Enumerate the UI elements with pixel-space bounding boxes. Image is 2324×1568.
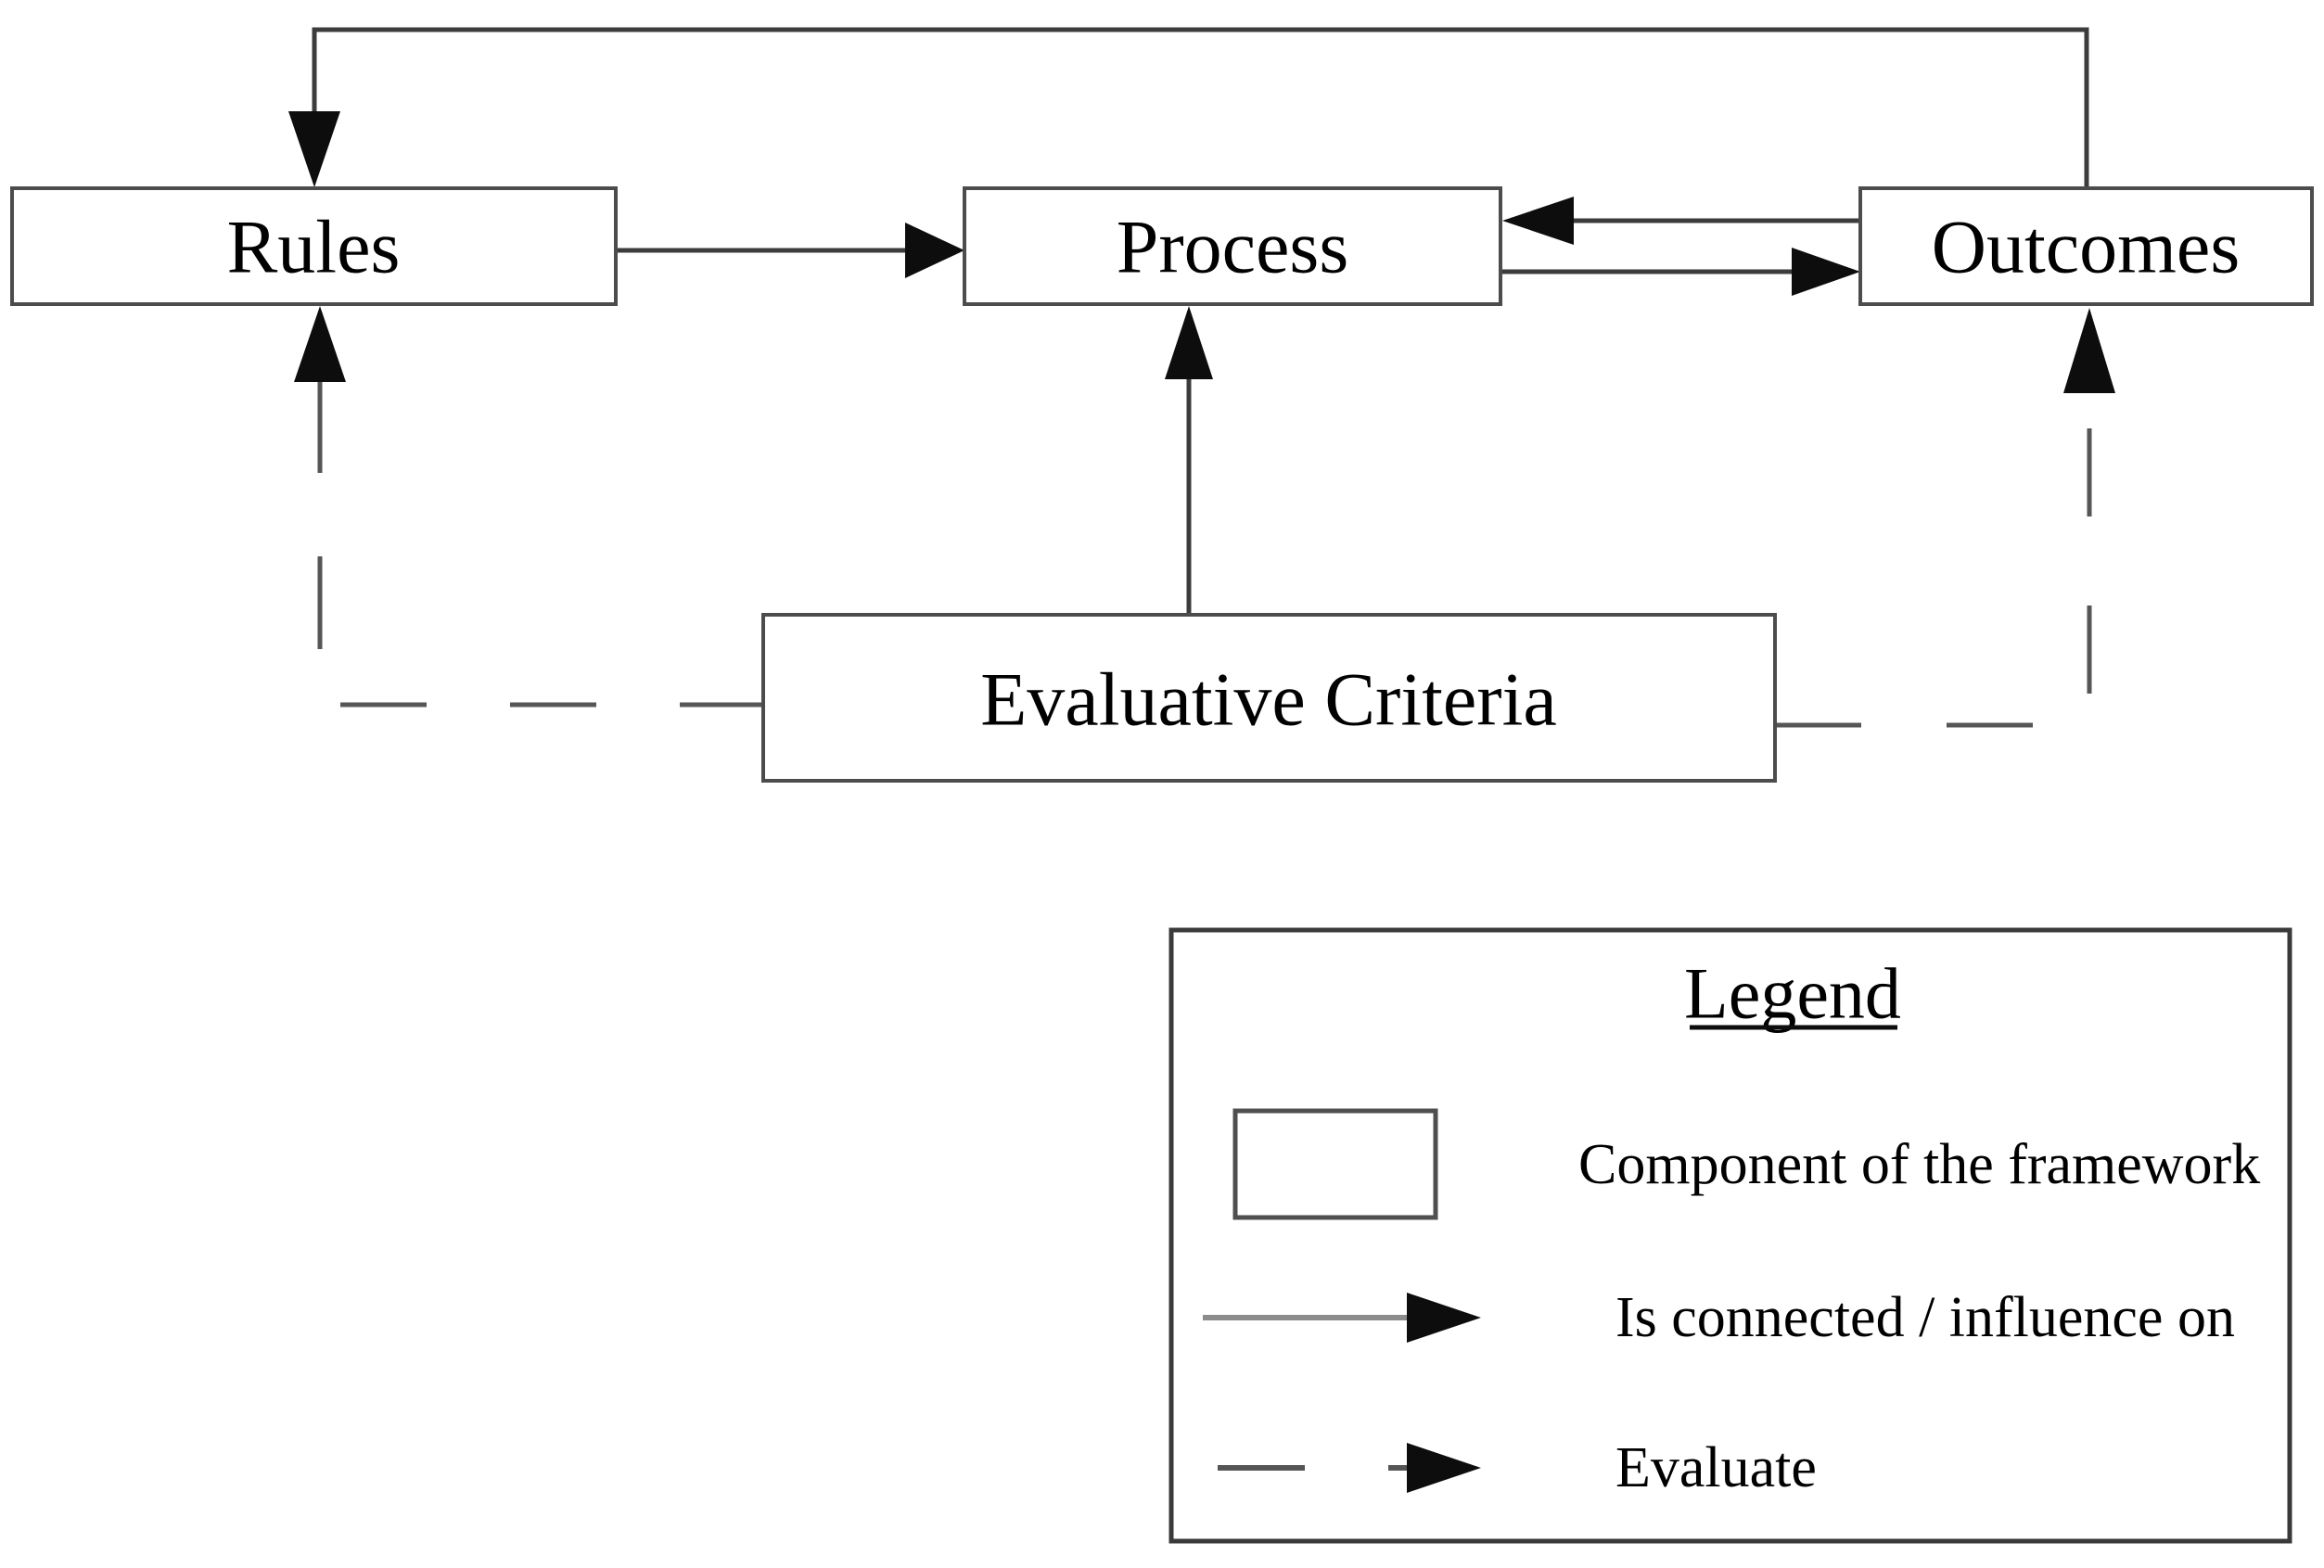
outcomes-node	[1858, 186, 2314, 306]
outcomes-node-label: Outcomes	[1932, 205, 2240, 289]
legend-item-connected-label: Is connected / influence on	[1615, 1286, 2235, 1349]
rules-node	[10, 186, 618, 306]
arrowhead-down-into-rules-icon	[288, 111, 340, 187]
outcomes-to-rules-connector	[312, 27, 2089, 188]
legend-item-component-label: Component of the framework	[1578, 1133, 2260, 1196]
legend-item-evaluate-label: Evaluate	[1615, 1436, 1817, 1499]
arrowhead-into-process-bottom-icon	[1165, 306, 1213, 379]
legend-component-box-icon	[1232, 1108, 1438, 1220]
arrowhead-into-process-left-icon	[905, 223, 964, 278]
rules-node-label: Rules	[227, 205, 401, 289]
legend: Legend Component of the framework Is con…	[1168, 927, 2292, 1544]
arrowhead-into-rules-bottom-icon	[294, 306, 346, 382]
process-node-label: Process	[1117, 205, 1349, 289]
arrowhead-into-outcomes-bottom-icon	[2063, 308, 2115, 393]
legend-title: Legend	[1684, 953, 1901, 1034]
evaluative-criteria-node-label: Evaluative Criteria	[980, 657, 1557, 742]
legend-box	[1168, 927, 2292, 1544]
legend-solid-arrowhead-icon	[1407, 1293, 1481, 1343]
process-node	[963, 186, 1502, 306]
evaluative-criteria-node	[761, 613, 1777, 783]
arrowhead-into-outcomes-left-icon	[1792, 248, 1860, 296]
arrowhead-into-process-right-icon	[1502, 197, 1574, 245]
legend-dashed-arrowhead-icon	[1407, 1443, 1481, 1493]
